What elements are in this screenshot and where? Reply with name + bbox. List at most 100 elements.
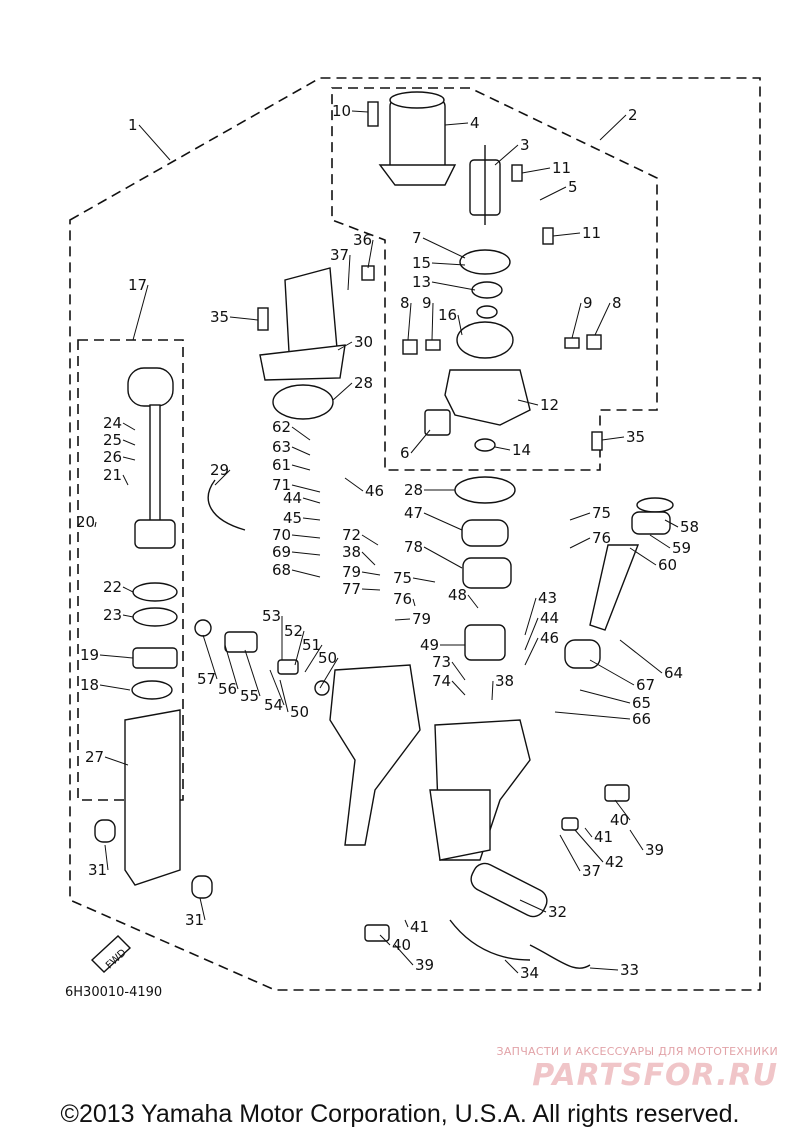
leader-line-43 bbox=[524, 597, 537, 636]
callout-2: 2 bbox=[628, 106, 638, 124]
callout-73: 73 bbox=[432, 653, 451, 671]
callout-75: 75 bbox=[393, 569, 412, 587]
leader-line-16 bbox=[457, 314, 463, 336]
leader-line-18 bbox=[99, 684, 131, 691]
callout-35: 35 bbox=[626, 428, 645, 446]
callout-51: 51 bbox=[302, 636, 321, 654]
leader-line-51 bbox=[304, 644, 323, 673]
leader-line-79 bbox=[394, 618, 411, 621]
callout-56: 56 bbox=[218, 680, 237, 698]
gear-pump bbox=[464, 624, 506, 661]
leader-line-31 bbox=[104, 844, 109, 871]
callout-74: 74 bbox=[432, 672, 451, 690]
leader-line-23 bbox=[122, 614, 134, 618]
callout-29: 29 bbox=[210, 461, 229, 479]
brush-right bbox=[586, 334, 602, 350]
callout-31: 31 bbox=[88, 861, 107, 879]
callout-64: 64 bbox=[664, 664, 683, 682]
leader-line-55 bbox=[244, 649, 261, 697]
leader-line-72 bbox=[361, 534, 379, 546]
bushing-left bbox=[94, 819, 116, 843]
leader-line-13 bbox=[431, 281, 476, 291]
leader-line-29 bbox=[214, 469, 231, 486]
callout-9: 9 bbox=[583, 294, 593, 312]
leader-line-34 bbox=[504, 959, 519, 974]
callout-23: 23 bbox=[103, 606, 122, 624]
callout-77: 77 bbox=[342, 580, 361, 598]
leader-line-35 bbox=[601, 436, 625, 441]
leader-line-39 bbox=[394, 944, 414, 966]
leader-line-68 bbox=[291, 569, 321, 578]
callout-63: 63 bbox=[272, 438, 291, 456]
leader-line-67 bbox=[589, 659, 635, 686]
leader-line-6 bbox=[410, 429, 431, 454]
callout-42: 42 bbox=[605, 853, 624, 871]
callout-13: 13 bbox=[412, 273, 431, 291]
check-valve bbox=[561, 817, 579, 831]
callout-46: 46 bbox=[365, 482, 384, 500]
leader-line-36 bbox=[367, 239, 374, 269]
callout-47: 47 bbox=[404, 504, 423, 522]
callout-71: 71 bbox=[272, 476, 291, 494]
leader-line-50 bbox=[319, 657, 339, 689]
callout-40: 40 bbox=[392, 936, 411, 954]
callout-5: 5 bbox=[568, 178, 578, 196]
o-ring-28 bbox=[454, 476, 516, 504]
callout-70: 70 bbox=[272, 526, 291, 544]
leader-line-9 bbox=[571, 302, 582, 339]
leader-line-10 bbox=[351, 110, 369, 113]
callout-28: 28 bbox=[404, 481, 423, 499]
leader-line-38 bbox=[361, 551, 376, 566]
leader-line-26 bbox=[122, 456, 136, 461]
callout-20: 20 bbox=[76, 513, 95, 531]
callout-8: 8 bbox=[400, 294, 410, 312]
callout-9: 9 bbox=[422, 294, 432, 312]
leader-line-60 bbox=[629, 547, 657, 566]
callout-15: 15 bbox=[412, 254, 431, 272]
callout-14: 14 bbox=[512, 441, 531, 459]
callout-58: 58 bbox=[680, 518, 699, 536]
leader-line-45 bbox=[302, 517, 321, 521]
callout-32: 32 bbox=[548, 903, 567, 921]
callout-8: 8 bbox=[612, 294, 622, 312]
leader-line-27 bbox=[104, 756, 129, 766]
callout-16: 16 bbox=[438, 306, 457, 324]
callout-54: 54 bbox=[264, 696, 283, 714]
leader-line-15 bbox=[431, 262, 466, 266]
shock-valve bbox=[194, 619, 330, 696]
watermark-tagline: ЗАПЧАСТИ И АКСЕССУАРЫ ДЛЯ МОТОТЕХНИКИ bbox=[496, 1045, 778, 1058]
leader-line-52 bbox=[294, 630, 305, 666]
reservoir-filter bbox=[462, 557, 512, 589]
callout-45: 45 bbox=[283, 509, 302, 527]
callout-48: 48 bbox=[448, 586, 467, 604]
callout-10: 10 bbox=[332, 102, 351, 120]
pump-cover bbox=[259, 267, 346, 420]
hose-29 bbox=[207, 479, 246, 531]
callout-30: 30 bbox=[354, 333, 373, 351]
leader-line-9 bbox=[431, 302, 434, 341]
leader-line-11 bbox=[521, 167, 551, 174]
callout-39: 39 bbox=[415, 956, 434, 974]
motor-housing bbox=[378, 91, 457, 186]
leader-line-7 bbox=[422, 237, 466, 259]
leader-line-66 bbox=[554, 711, 631, 720]
leader-line-31 bbox=[199, 897, 206, 921]
leader-line-4 bbox=[444, 122, 469, 126]
leader-line-73 bbox=[451, 661, 466, 681]
callout-41: 41 bbox=[410, 918, 429, 936]
callout-43: 43 bbox=[538, 589, 557, 607]
spring-right bbox=[564, 337, 580, 349]
leader-line-77 bbox=[361, 588, 381, 591]
callout-44: 44 bbox=[540, 609, 559, 627]
callout-19: 19 bbox=[80, 646, 99, 664]
callout-38: 38 bbox=[342, 543, 361, 561]
callout-28: 28 bbox=[354, 374, 373, 392]
callout-12: 12 bbox=[540, 396, 559, 414]
leader-line-40 bbox=[379, 934, 391, 946]
callout-27: 27 bbox=[85, 748, 104, 766]
callout-3: 3 bbox=[520, 136, 530, 154]
leader-line-64 bbox=[619, 639, 663, 674]
leader-line-70 bbox=[291, 534, 321, 539]
callout-52: 52 bbox=[284, 622, 303, 640]
leader-line-25 bbox=[122, 439, 136, 446]
